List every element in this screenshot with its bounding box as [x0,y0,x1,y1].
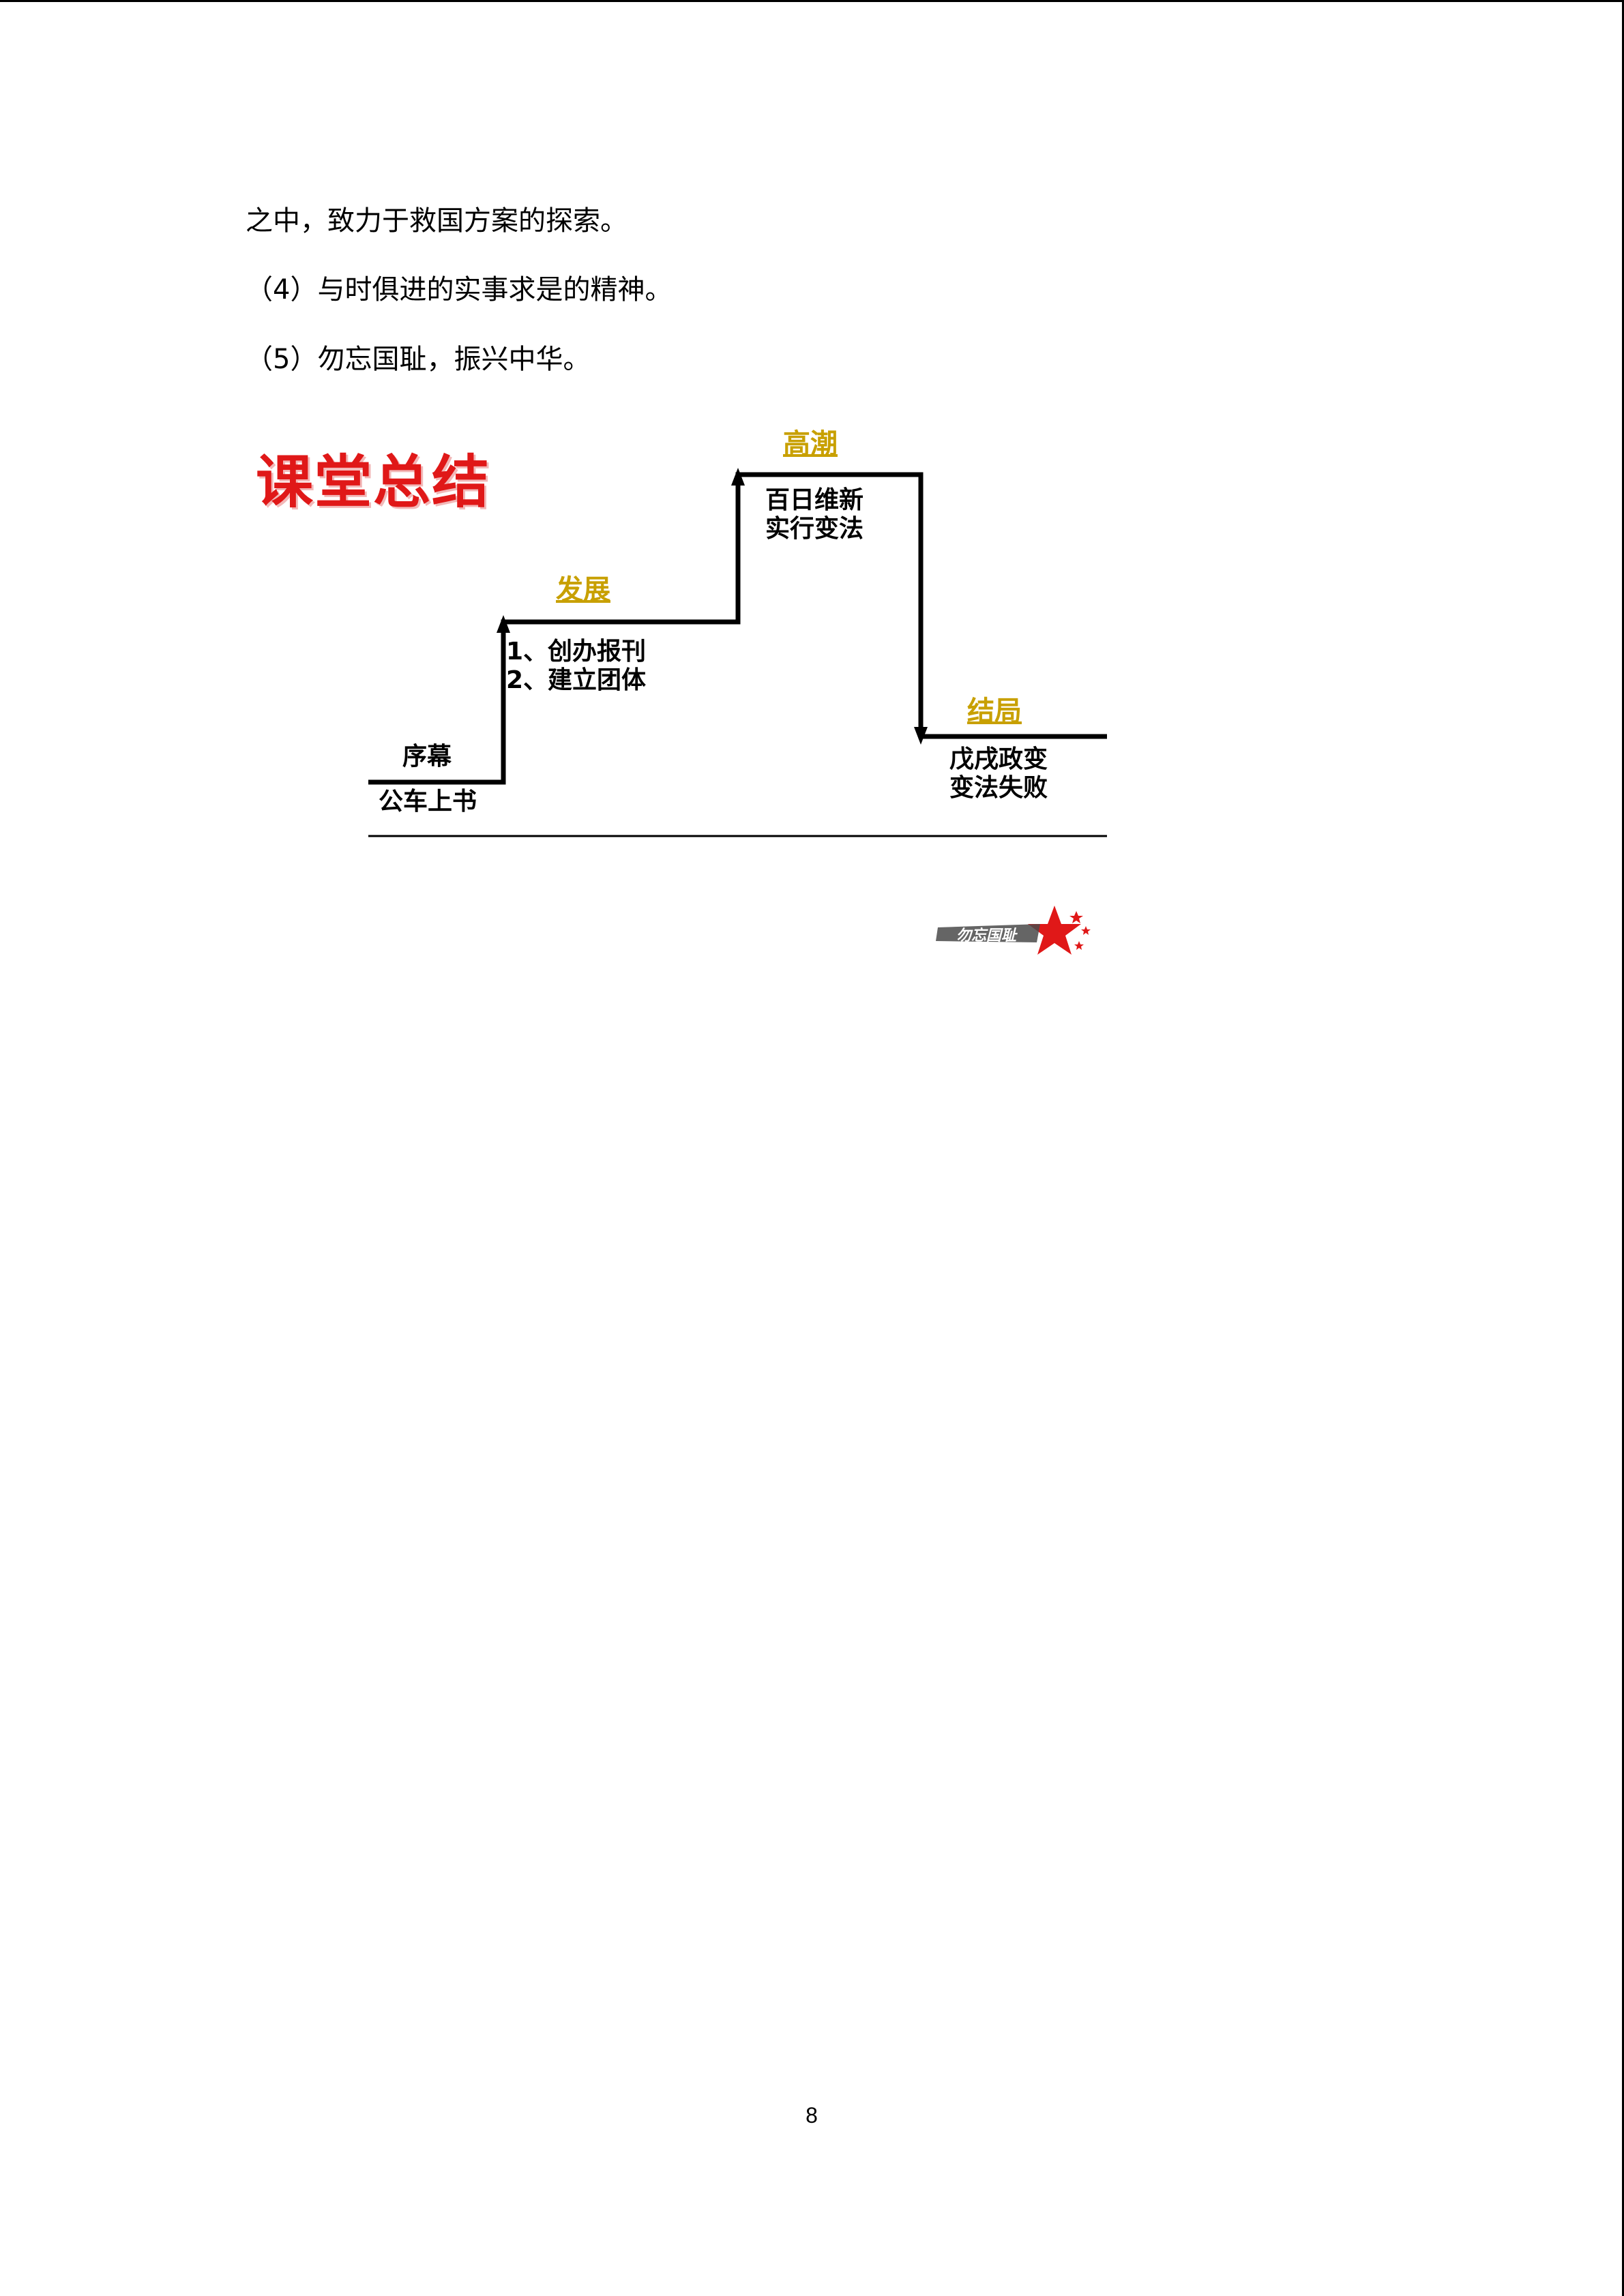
star-logo [936,906,1091,955]
paragraph-2-text: ）与时俱进的实事求是的精神。 [290,274,673,305]
stage-ending-line-1: 戊戌政变 [949,745,1048,773]
stage-prelude-title: 序幕 [402,743,452,771]
paragraph-3: （5）勿忘国耻，振兴中华。 [246,339,590,380]
lesson-summary-diagram: 课堂总结 发展 1、创办报刊 2、建立团体 高潮 百日维新 实行变法 序幕 公车… [246,416,1132,975]
paragraph-1-text: 之中，致力于救国方案的探索。 [246,205,628,237]
paragraph-3-prefix: （ [246,344,273,375]
page-border-top [0,0,1624,2]
star-icon [1028,906,1081,955]
page-number: 8 [806,2103,818,2128]
logo-text: 勿忘国耻 [956,927,1017,944]
arrow-up-2 [731,468,745,486]
arrow-down [914,727,928,745]
stage-prelude-line-1: 公车上书 [379,788,477,816]
stage-climax-line-2: 实行变法 [765,515,864,543]
stage-development-line-2: 2、建立团体 [506,666,647,694]
arrow-up-1 [497,615,510,633]
stage-development-title: 发展 [556,574,610,606]
summary-title: 课堂总结 [256,449,491,516]
staircase-line [368,472,1107,785]
stage-climax-title: 高潮 [783,428,838,460]
staircase-graphic [368,468,1107,955]
paragraph-2: （4）与时俱进的实事求是的精神。 [246,269,672,310]
paragraph-1: 之中，致力于救国方案的探索。 [246,200,628,241]
paragraph-2-number: 4 [273,274,291,305]
paragraph-3-text: ）勿忘国耻，振兴中华。 [290,344,591,375]
paragraph-2-prefix: （ [246,274,273,305]
stage-climax-line-1: 百日维新 [765,486,864,514]
stage-ending-title: 结局 [967,696,1022,727]
stage-ending-line-2: 变法失败 [949,774,1048,802]
stage-development-line-1: 1、创办报刊 [506,638,647,666]
paragraph-3-number: 5 [273,344,291,375]
page-border-right [1622,0,1624,2296]
